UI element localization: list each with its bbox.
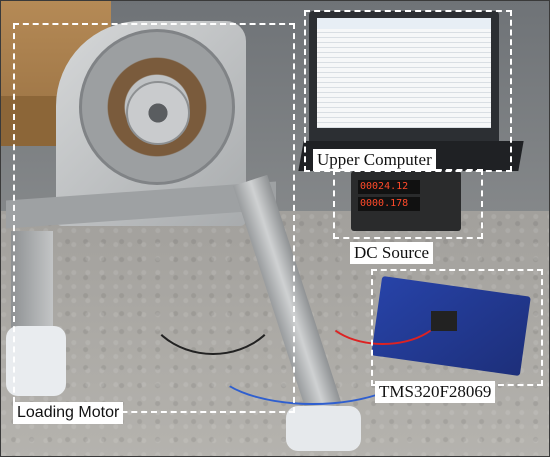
upper-computer-box xyxy=(304,10,512,172)
loading-motor-box xyxy=(13,23,295,413)
foam-pad-left xyxy=(6,326,66,396)
red-wire xyxy=(321,271,445,345)
loading-motor-label: Loading Motor xyxy=(13,402,124,424)
controller-board-box xyxy=(371,269,543,386)
psu-voltage-display: 00024.12 xyxy=(358,180,420,194)
black-wire xyxy=(141,231,285,355)
controller-board-label: TMS320F28069 xyxy=(375,381,496,403)
motor-hub xyxy=(126,81,190,145)
laptop-display xyxy=(317,18,491,128)
blue-wire xyxy=(211,321,415,405)
upper-computer-label: Upper Computer xyxy=(313,149,436,171)
psu-current-display: 0000.178 xyxy=(358,197,420,211)
dc-source-label: DC Source xyxy=(350,242,434,264)
foam-pad-right xyxy=(286,406,361,451)
dc-source-box xyxy=(333,169,483,239)
